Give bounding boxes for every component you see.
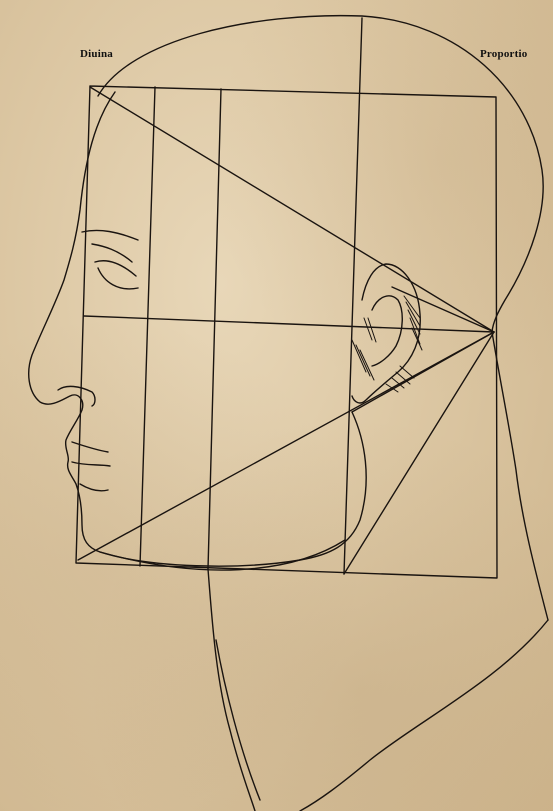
grid-vertical-line [208,89,221,569]
diagonal-line [352,332,494,412]
chin-line [80,484,108,491]
eye-lower [98,268,138,289]
neck-back [300,620,548,811]
neck-front [208,569,255,811]
grid-horizontal-line [84,316,494,332]
grid-vertical-line [140,87,155,566]
eye-lid [92,244,132,262]
proportion-frame [76,86,497,578]
ear-inner [372,296,402,366]
back-of-head [492,332,548,620]
grid-vertical-line [344,18,362,574]
skull-outline [98,16,543,332]
ear-outer [352,264,420,403]
throat-line [216,640,260,800]
mouth [72,442,108,452]
nostril [58,386,95,406]
diagonal-line [392,287,494,332]
eye-brow [82,230,138,240]
lip-line [72,462,110,466]
diagonal-line [78,332,494,560]
